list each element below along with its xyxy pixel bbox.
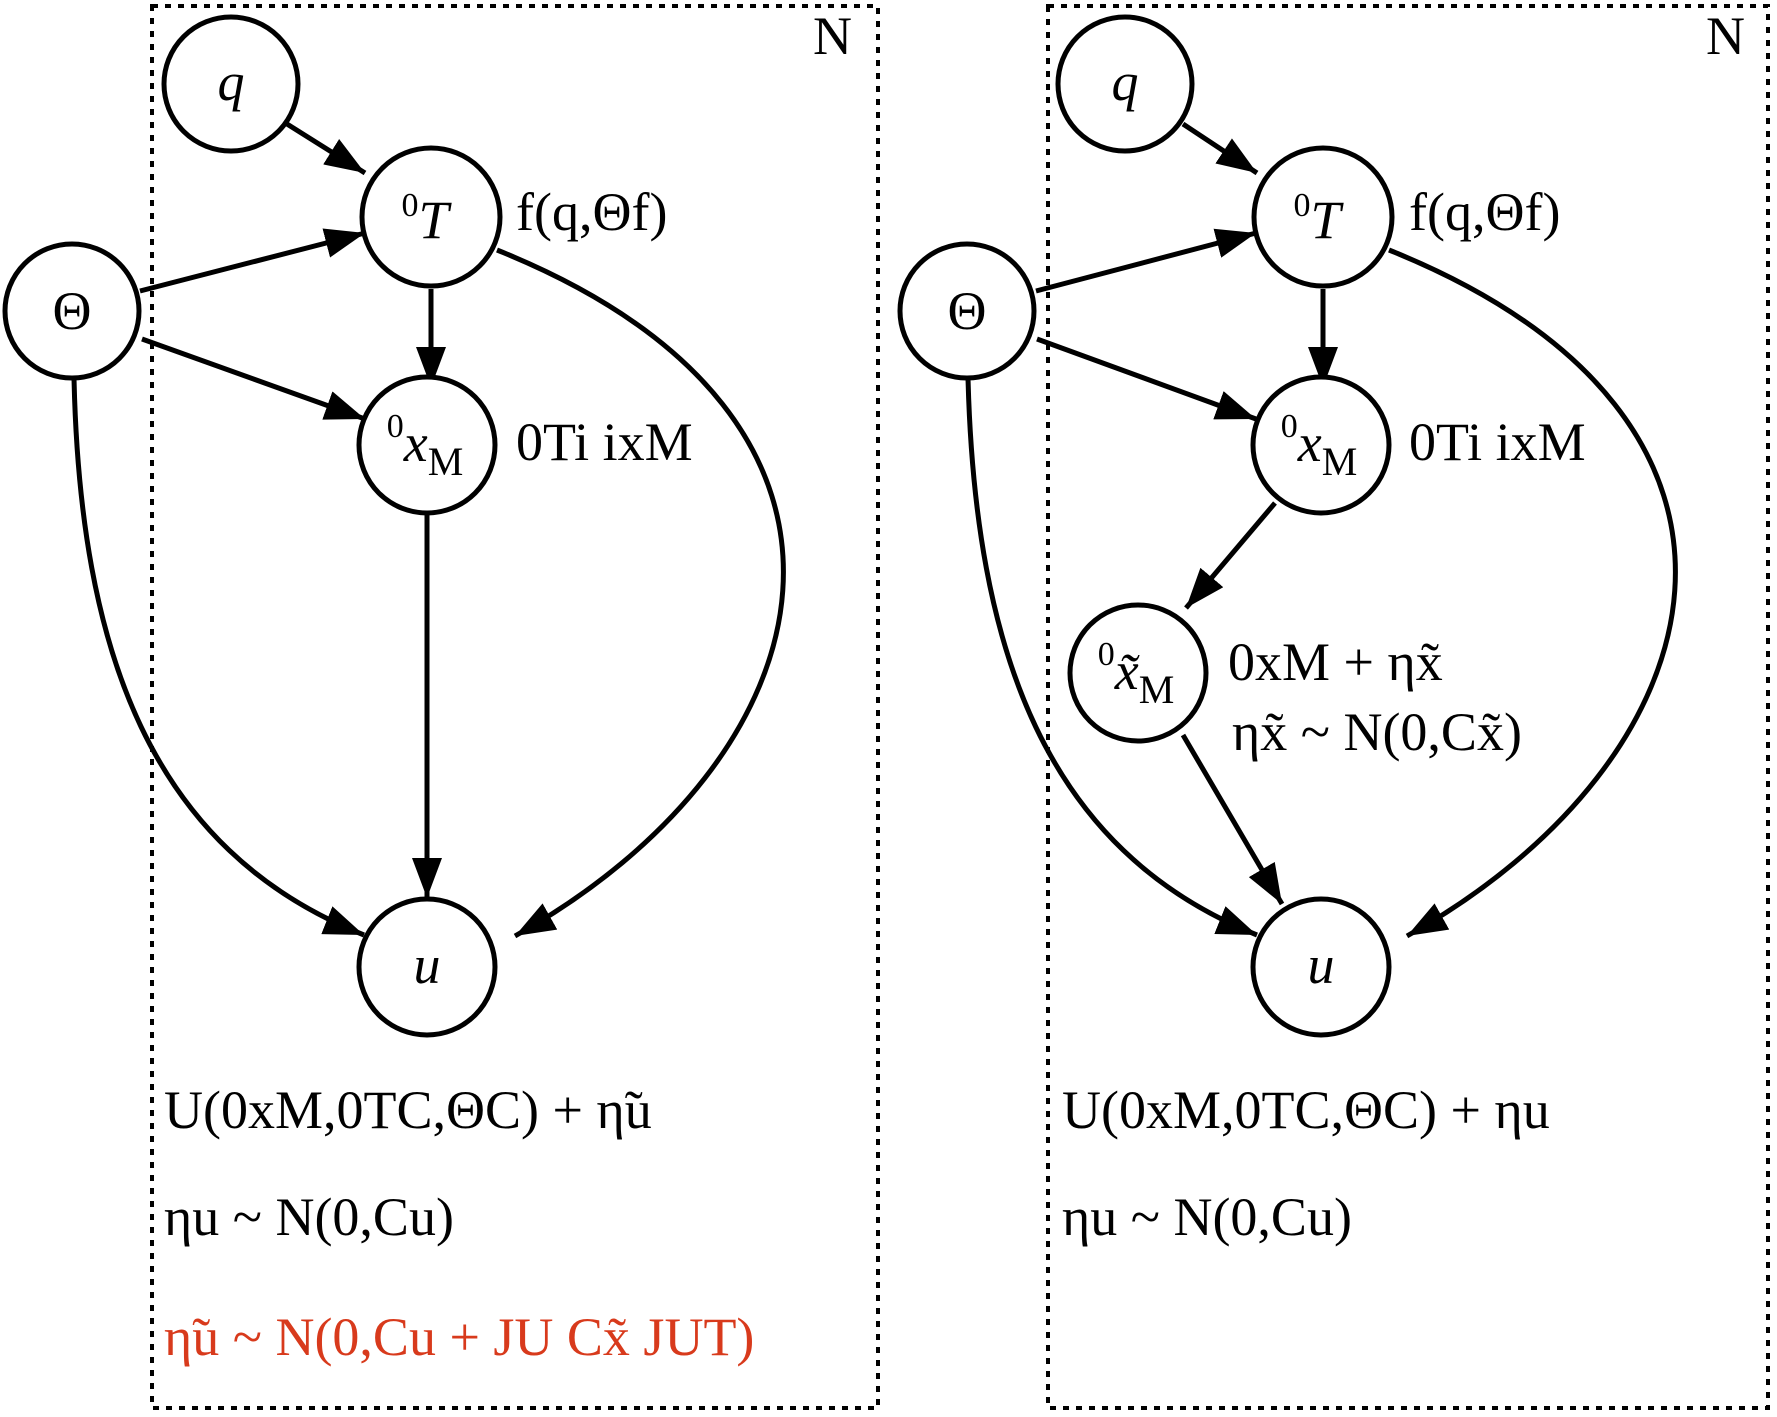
right-node-q: q (1055, 14, 1195, 154)
edge-xM-to-xtM (1184, 501, 1277, 610)
right-equation-1: U(0xM,0TC,ΘC) + ηu (1062, 1080, 1550, 1140)
node-T-label: 0T (401, 187, 452, 250)
right-panel: N q Θ 0T 0xM (897, 4, 1770, 1410)
edge-q-to-T (1181, 121, 1259, 176)
node-theta-label: Θ (53, 281, 92, 341)
left-node-T: 0T (359, 145, 503, 289)
edge-theta-to-T (139, 228, 366, 294)
left-edges (71, 121, 786, 939)
right-annotation-T-def: f(q,Θf) (1409, 182, 1560, 242)
right-equation-2: ηu ~ N(0,Cu) (1062, 1187, 1352, 1247)
right-plate-label: N (1706, 6, 1745, 66)
edge-theta-to-xM (141, 336, 366, 422)
right-node-xM: 0xM (1250, 374, 1392, 516)
left-node-u: u (356, 896, 498, 1038)
left-node-q: q (161, 14, 301, 154)
node-xM-label: 0xM (387, 408, 464, 484)
node-q-label: q (218, 52, 245, 112)
right-annotation-xt-def: 0xM + ηx̃ (1228, 632, 1443, 692)
left-panel: N q Θ 0T 0xM u (2, 4, 880, 1410)
left-plate (150, 4, 880, 1410)
node-xtM-label: 0x̃M (1098, 636, 1175, 712)
left-node-xM: 0xM (356, 374, 498, 516)
right-annotation-xt-noise: ηx̃ ~ N(0,Cx̃) (1232, 702, 1522, 762)
node-u-label: u (1308, 935, 1335, 995)
node-theta-label: Θ (948, 281, 987, 341)
left-annotation-xM-def: 0Ti ixM (516, 412, 693, 472)
right-node-xtM: 0x̃M (1067, 602, 1209, 744)
left-annotation-T-def: f(q,Θf) (516, 182, 667, 242)
right-edges (965, 121, 1678, 939)
node-T-label: 0T (1293, 187, 1344, 250)
left-equation-3: η̃u ~ N(0,Cu + JU Cx̃ JUT) (164, 1307, 754, 1367)
left-equation-2: ηu ~ N(0,Cu) (164, 1187, 454, 1247)
node-q-label: q (1112, 52, 1139, 112)
right-annotation-xM-def: 0Ti ixM (1409, 412, 1586, 472)
left-equation-1: U(0xM,0TC,ΘC) + η̃u (164, 1080, 652, 1140)
left-node-theta: Θ (2, 241, 142, 381)
edge-T-to-u (496, 247, 786, 939)
edge-theta-to-u (965, 377, 1258, 938)
edge-q-to-T (285, 121, 367, 176)
edge-theta-to-xM (1036, 336, 1257, 422)
right-node-theta: Θ (897, 241, 1037, 381)
right-node-T: 0T (1251, 145, 1395, 289)
right-node-u: u (1250, 896, 1392, 1038)
left-plate-label: N (813, 6, 852, 66)
node-xM-label: 0xM (1281, 408, 1358, 484)
edge-theta-to-u (71, 377, 365, 938)
edge-theta-to-T (1035, 228, 1257, 294)
node-u-label: u (414, 935, 441, 995)
edge-T-to-u (1388, 247, 1678, 939)
right-plate (1046, 4, 1770, 1410)
edge-xtM-to-u (1180, 733, 1285, 906)
